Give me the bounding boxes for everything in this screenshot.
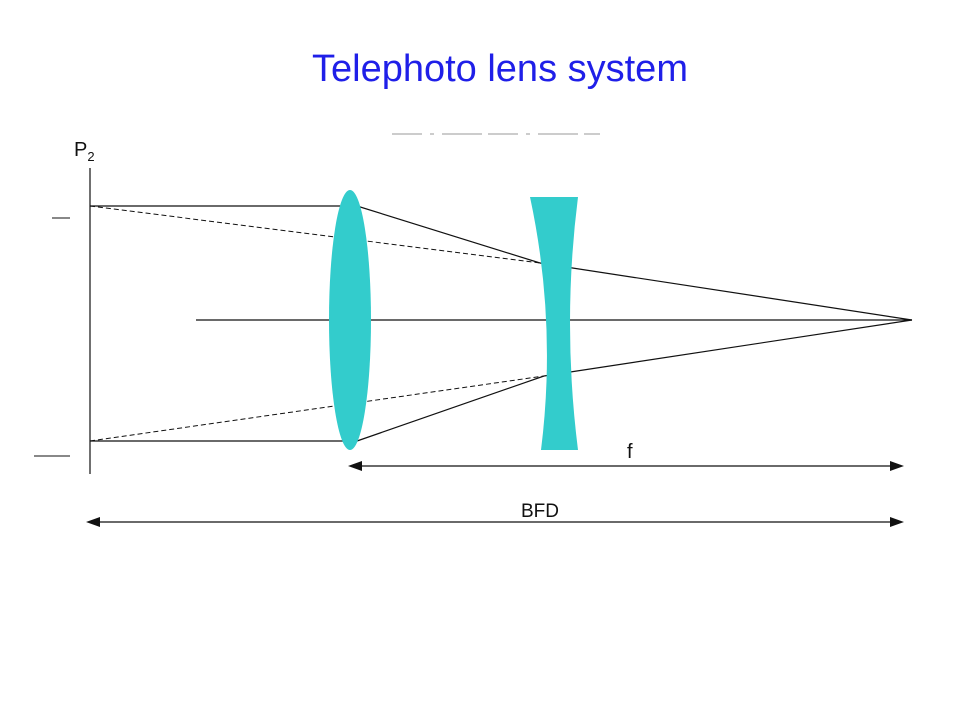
diverging-lens [530, 197, 578, 450]
focus-ray-top [539, 262, 913, 321]
back-focal-distance-arrow [86, 517, 904, 527]
back-focal-distance-label: BFD [521, 501, 559, 522]
page-title: Telephoto lens system [312, 48, 688, 90]
dashed-ray-bottom [89, 375, 545, 442]
dashed-ray-top [89, 205, 541, 264]
focal-length-arrow [348, 461, 904, 471]
principal-plane-label: P2 [74, 139, 95, 164]
focus-ray-bottom [543, 319, 913, 377]
converging-lens [329, 190, 371, 450]
converging-ray-top [356, 205, 541, 264]
focal-length-label: f [627, 441, 633, 463]
converging-ray-bottom [356, 375, 545, 442]
